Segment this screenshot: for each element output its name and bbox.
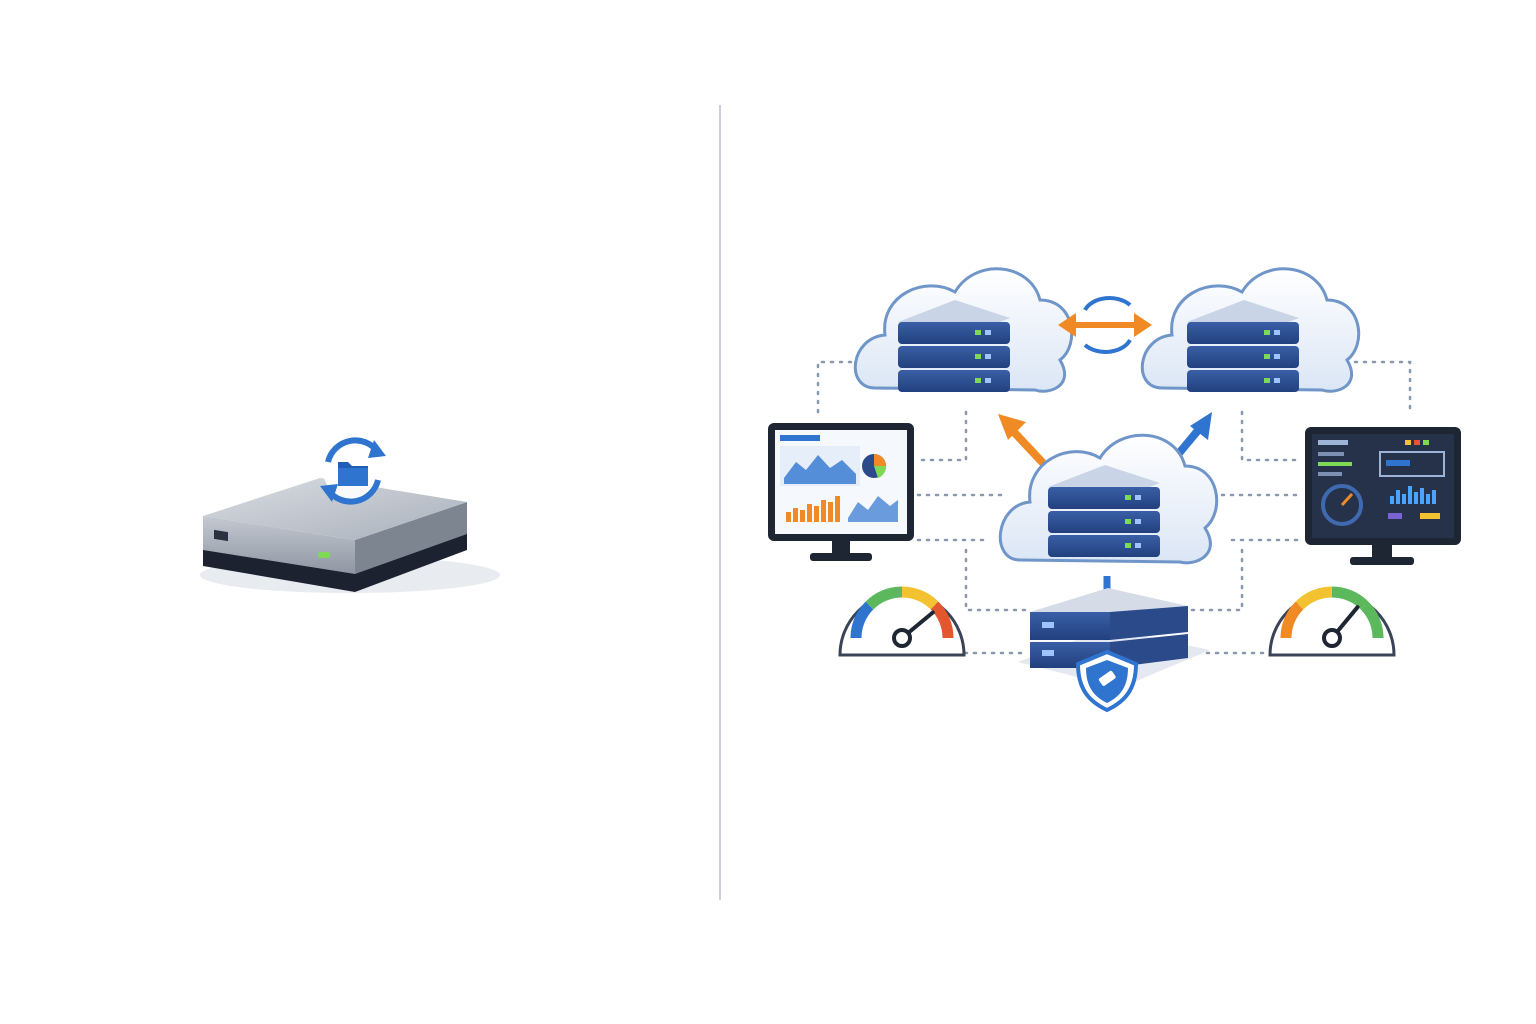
server-stack — [898, 300, 1010, 392]
gauge-arc-segment — [901, 586, 939, 610]
gauge-hub — [1322, 628, 1342, 648]
shield-icon — [1075, 649, 1139, 713]
sync-icon — [320, 437, 386, 505]
cloud-server-left — [853, 267, 1074, 393]
server-stack — [1187, 300, 1299, 392]
gauge-arc-segment — [1331, 586, 1369, 610]
nas-drive — [200, 437, 500, 593]
gauge-arc-segment — [1360, 601, 1384, 639]
power-led-icon — [318, 552, 330, 558]
gauge-arc-segment — [1280, 601, 1304, 639]
analytics-dashboard-monitor — [768, 423, 914, 561]
dark-dashboard-monitor — [1305, 427, 1461, 565]
gauge-arc-segment — [930, 601, 954, 639]
gauge-arc-segment — [850, 601, 874, 639]
gauge-arc-segment — [865, 586, 903, 610]
local-server-bottom — [1018, 588, 1210, 713]
bidirectional-sync-icon — [1058, 296, 1152, 354]
gauge-hub — [892, 628, 912, 648]
cloud-server-right — [1140, 267, 1361, 393]
cloud-server-center — [998, 433, 1219, 565]
folder-icon — [338, 462, 368, 486]
connector-lines — [816, 360, 1412, 655]
gauge-arc-segment — [1295, 586, 1333, 610]
server-stack — [1048, 465, 1160, 557]
